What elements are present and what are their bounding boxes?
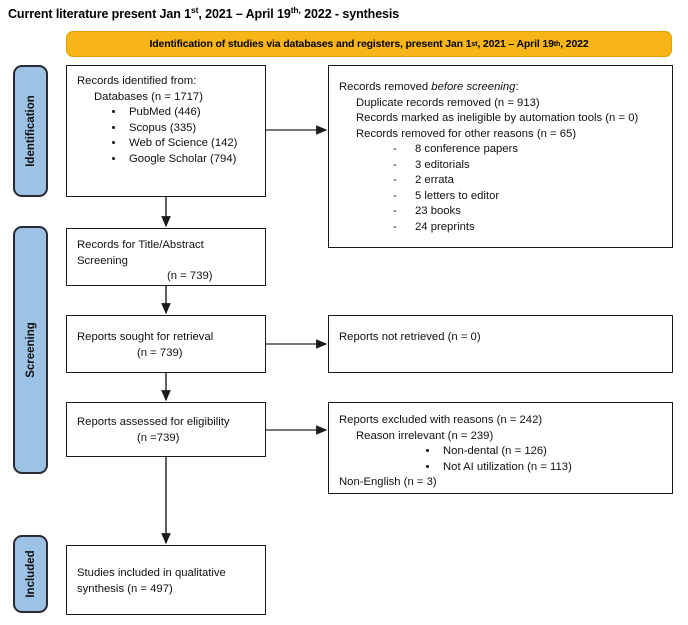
page-title-prefix: Current literature present Jan 1 <box>8 7 191 22</box>
banner-sup-2: th <box>553 40 561 48</box>
records-identified-database-list: PubMed (446) Scopus (335) Web of Science… <box>77 105 257 167</box>
excluded-line-1: Reports excluded with reasons (n = 242) <box>339 414 543 426</box>
banner-prefix: Identification of studies via databases … <box>149 38 472 50</box>
banner-sup-1: st <box>471 40 478 48</box>
records-removed-heading-a: Records removed <box>339 81 432 93</box>
title-abstract-line-1: Records for Title/Abstract <box>77 239 204 251</box>
box-reports-excluded: Reports excluded with reasons (n = 242) … <box>328 402 673 494</box>
phase-label-identification-text: Identification <box>24 95 37 167</box>
eligibility-count: (n =739) <box>137 431 180 444</box>
records-removed-heading-em: before screening <box>431 81 516 93</box>
included-line-2: synthesis (n = 497) <box>77 582 173 595</box>
records-removed-heading-c: : <box>515 81 519 93</box>
list-item: Google Scholar (794) <box>125 152 257 168</box>
page-title-mid: , 2021 – April 19 <box>198 7 291 22</box>
phase-label-included: Included <box>13 535 48 613</box>
box-reports-sought: Reports sought for retrieval (n = 739) <box>66 315 266 373</box>
banner-suffix: , 2022 <box>560 38 589 50</box>
reports-sought-line-1: Reports sought for retrieval <box>77 331 214 343</box>
records-removed-line-3: Records marked as ineligible by automati… <box>356 112 639 124</box>
phase-label-screening: Screening <box>13 226 48 474</box>
page-title-sup-2: th, <box>290 5 301 15</box>
box-records-identified: Records identified from: Databases (n = … <box>66 65 266 197</box>
records-removed-heading: Records removed before screening: <box>339 81 519 93</box>
records-removed-line-2: Duplicate records removed (n = 913) <box>356 96 540 109</box>
box-records-removed: Records removed before screening: Duplic… <box>328 65 673 248</box>
list-item: 8 conference papers <box>393 142 664 158</box>
list-item: Not AI utilization (n = 113) <box>439 460 664 476</box>
list-item: Non-dental (n = 126) <box>439 444 664 460</box>
excluded-line-2: Reason irrelevant (n = 239) <box>356 429 494 442</box>
eligibility-line-1: Reports assessed for eligibility <box>77 416 230 428</box>
list-item: 5 letters to editor <box>393 189 664 205</box>
included-line-1: Studies included in qualitative <box>77 567 226 579</box>
reports-not-retrieved-count: (n = 0) <box>447 331 481 343</box>
excluded-line-3: Non-English (n = 3) <box>339 476 437 488</box>
reports-not-retrieved-line-1: Reports not retrieved <box>339 331 445 343</box>
phase-label-screening-text: Screening <box>24 322 37 378</box>
list-item: 24 preprints <box>393 220 664 236</box>
banner-mid: , 2021 – April 19 <box>477 38 554 50</box>
box-title-abstract-screening: Records for Title/Abstract Screening (n … <box>66 228 266 286</box>
box-studies-included: Studies included in qualitative synthesi… <box>66 545 266 615</box>
box-reports-not-retrieved: Reports not retrieved (n = 0) <box>328 315 673 373</box>
records-removed-line-4: Records removed for other reasons (n = 6… <box>356 127 577 140</box>
list-item: PubMed (446) <box>125 105 257 121</box>
reports-sought-count: (n = 739) <box>137 346 183 359</box>
phase-label-identification: Identification <box>13 65 48 197</box>
phase-label-included-text: Included <box>24 550 37 598</box>
page-title-sup-1: st <box>190 5 199 15</box>
records-removed-reason-list: 8 conference papers 3 editorials 2 errat… <box>339 142 664 235</box>
title-abstract-count: (n = 739) <box>167 270 213 282</box>
list-item: 2 errata <box>393 173 664 189</box>
box-reports-assessed-eligibility: Reports assessed for eligibility (n =739… <box>66 402 266 457</box>
list-item: Scopus (335) <box>125 121 257 137</box>
list-item: Web of Science (142) <box>125 136 257 152</box>
page-title-suffix: 2022 - synthesis <box>300 7 400 22</box>
identification-banner: Identification of studies via databases … <box>66 31 672 57</box>
list-item: 23 books <box>393 204 664 220</box>
records-identified-line-2: Databases (n = 1717) <box>94 90 203 103</box>
list-item: 3 editorials <box>393 158 664 174</box>
title-abstract-line-2: Screening <box>77 254 128 267</box>
page-title: Current literature present Jan 1st, 2021… <box>8 5 399 21</box>
records-identified-line-1: Records identified from: <box>77 75 197 87</box>
excluded-reason-list: Non-dental (n = 126) Not AI utilization … <box>339 444 664 475</box>
